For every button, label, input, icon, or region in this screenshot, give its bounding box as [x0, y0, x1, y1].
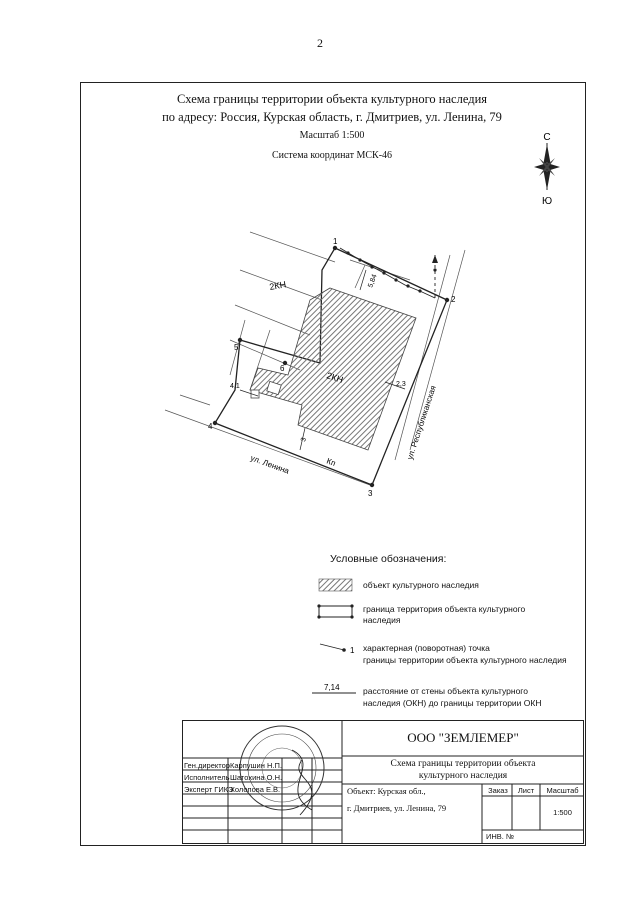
legend-item-point-l2: границы территории объекта культурного н…: [363, 655, 567, 665]
col-scale: Масштаб: [546, 786, 579, 795]
scale-label: Масштаб 1:500: [299, 130, 365, 141]
legend-point-marker-label: 1: [350, 646, 355, 655]
role-director: Ген.директор: [184, 761, 230, 770]
legend-item-boundary-l1: граница территория объекта культурного: [363, 604, 526, 614]
point-label-1: 1: [333, 237, 338, 246]
dim-23-label: 2,3: [396, 381, 406, 388]
coord-system-label: Система координат МСК-46: [271, 150, 393, 161]
scheme-title-line2: по адресу: Россия, Курская область, г. Д…: [162, 110, 502, 124]
doc-title-l2: культурного наследия: [418, 771, 508, 781]
legend-distance-swatch: 7,14: [312, 683, 356, 694]
role-expert: Эксперт ГИКЭ: [184, 785, 234, 794]
point-label-5: 5: [234, 343, 239, 352]
heritage-object: [249, 287, 417, 451]
legend-item-heritage: объект культурного наследия: [363, 580, 479, 590]
legend-item-distance-l1: расстояние от стены объекта культурного: [363, 686, 528, 696]
dim-3-label: 3: [300, 437, 308, 443]
legend-item-boundary-l2: наследия: [363, 615, 401, 625]
scheme-title-line1: Схема границы территории объекта культур…: [176, 92, 488, 106]
dim-41-label: 4,1: [230, 383, 240, 390]
doc-title-l1: Схема границы территории объекта: [390, 759, 536, 769]
point-label-4: 4: [208, 422, 213, 431]
company-name: ООО "ЗЕМЛЕМЕР": [407, 730, 519, 745]
compass-rose: С Ю: [534, 132, 560, 207]
kn-label: Кп: [325, 456, 337, 468]
role-executor: Исполнитель: [184, 773, 230, 782]
object-address-l1: Объект: Курская обл.,: [347, 786, 426, 796]
legend-boundary-swatch: [317, 604, 354, 619]
legend-distance-marker-label: 7,14: [324, 683, 340, 692]
name-executor: Шатохина О.Н.: [230, 773, 283, 782]
name-director: Карпушин Н.П.: [230, 761, 282, 770]
inventory-number-label: ИНВ. №: [486, 832, 515, 841]
title-block: [182, 720, 584, 844]
compass-south-label: Ю: [542, 196, 552, 207]
legend-item-distance-l2: наследия (ОКН) до границы территории ОКН: [363, 698, 542, 708]
dim-584-label: 5,84: [367, 273, 378, 288]
drawing-frame: [80, 82, 586, 846]
point-label-6: 6: [280, 364, 285, 373]
point-label-3: 3: [368, 489, 373, 498]
legend-hatch-swatch: [318, 578, 353, 592]
legend-title: Условные обозначения:: [330, 553, 447, 565]
object-address-l2: г. Дмитриев, ул. Ленина, 79: [347, 803, 447, 813]
street-respublikanskaya-label: ул. Республиканская: [405, 384, 437, 460]
name-expert: Холопова Е.В.: [230, 785, 281, 794]
legend-point-swatch: 1: [319, 643, 355, 655]
compass-north-label: С: [543, 132, 550, 143]
point-label-2: 2: [451, 295, 456, 304]
street-lenina-label: ул. Ленина: [249, 453, 291, 475]
plot-label-main: 2КН: [325, 370, 344, 385]
legend-item-point-l1: характерная (поворотная) точка: [363, 643, 490, 653]
col-sheet: Лист: [517, 786, 535, 795]
plot-label-top: 2КН: [269, 279, 287, 292]
page-number: 2: [317, 36, 323, 50]
seal-stamp: [239, 725, 325, 816]
site-plan: 1 2 3 4 5 6 2КН 2КН ул. Ленина ул. Респу…: [164, 231, 466, 498]
col-order: Заказ: [488, 786, 508, 795]
scale-value: 1:500: [553, 808, 572, 817]
